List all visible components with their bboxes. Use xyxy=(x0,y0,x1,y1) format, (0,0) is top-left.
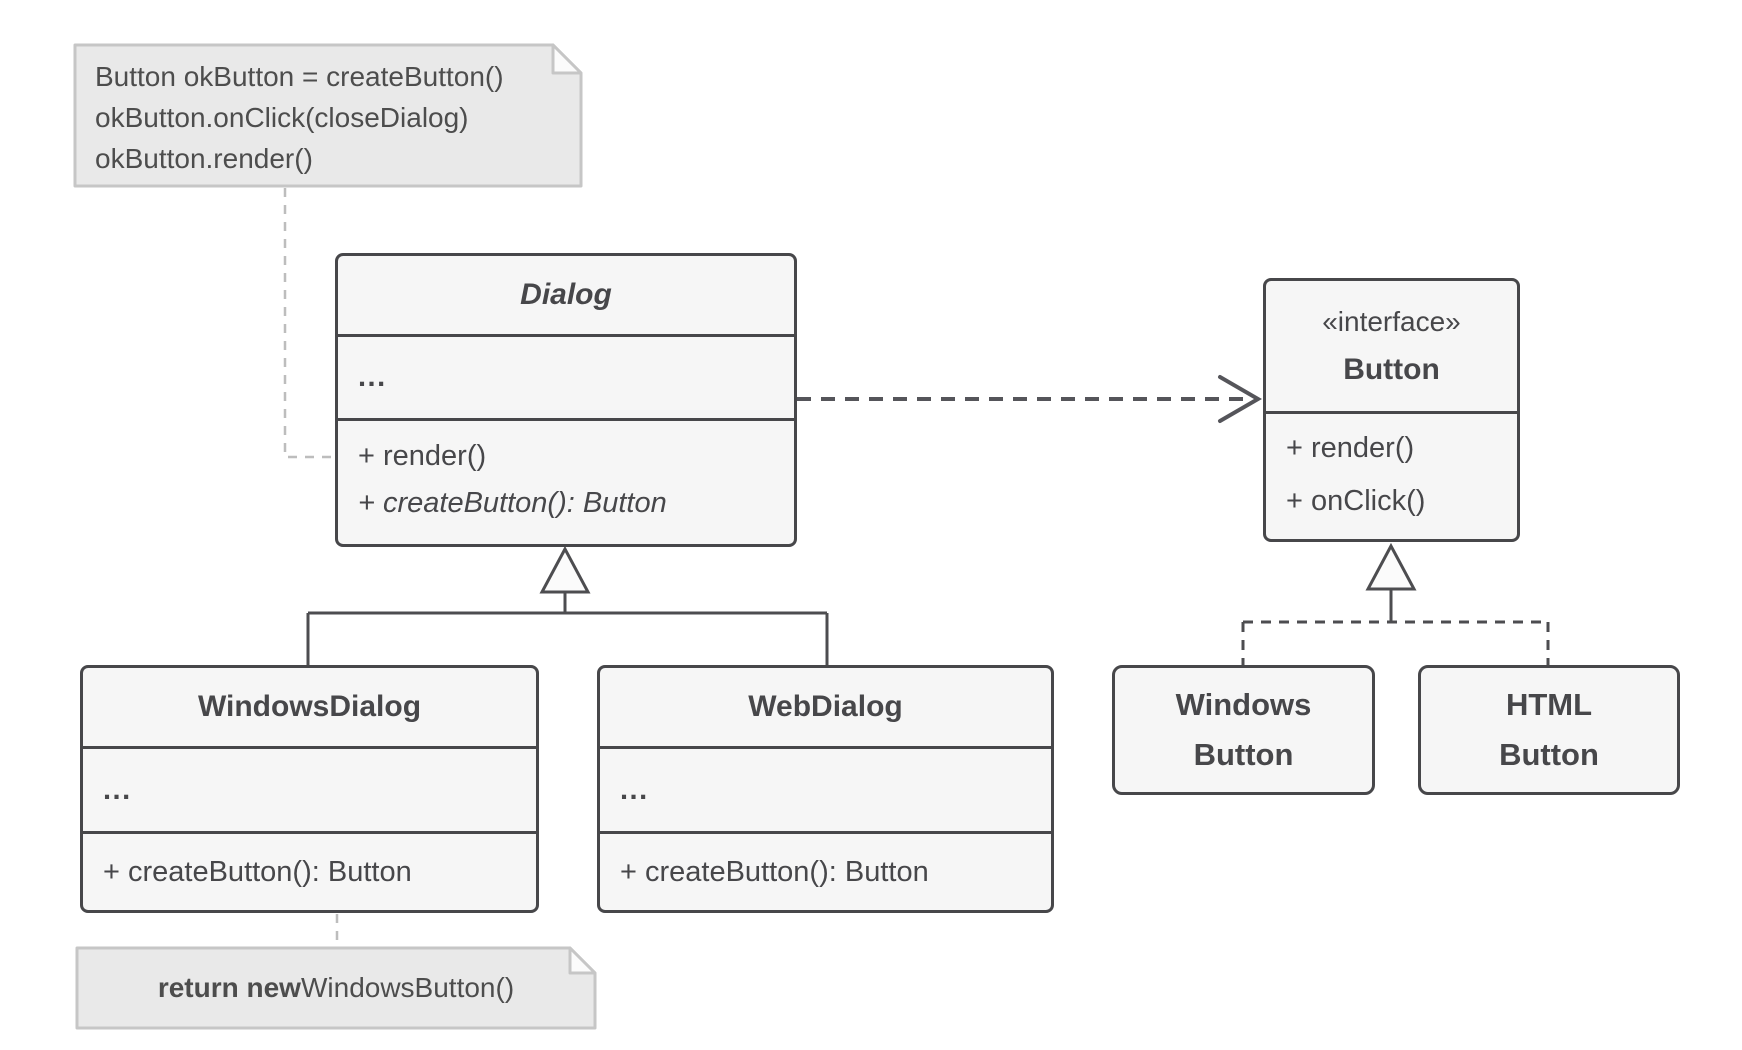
note-line: okButton.onClick(closeDialog) xyxy=(95,102,469,133)
class-dialog: Dialog ... + render() + createButton(): … xyxy=(335,253,797,547)
class-windows-button-name-line: Button xyxy=(1193,737,1294,772)
class-windows-button-name-line: Windows xyxy=(1175,687,1312,722)
class-dialog-title: Dialog xyxy=(520,278,612,311)
interface-button: «interface» Button + render() + onClick(… xyxy=(1263,278,1520,542)
interface-name: Button xyxy=(1343,353,1440,386)
note-fold-icon xyxy=(551,43,583,75)
open-arrowhead-icon xyxy=(1218,375,1262,423)
class-windows-dialog-attributes: ... xyxy=(83,746,536,831)
class-windows-dialog-methods: + createButton(): Button xyxy=(83,831,536,910)
inheritance-connector-dialogs xyxy=(306,545,829,666)
class-windows-button: Windows Button xyxy=(1112,665,1375,795)
note-client-code: Button okButton = createButton() okButto… xyxy=(95,56,565,179)
interface-button-methods: + render() + onClick() xyxy=(1266,411,1517,539)
class-web-dialog-title: WebDialog xyxy=(748,690,903,723)
method-create-button: + createButton(): Button xyxy=(103,855,412,888)
class-html-button-name-line: Button xyxy=(1499,737,1599,772)
hollow-triangle-arrowhead-icon xyxy=(1365,542,1417,591)
method-on-click: + onClick() xyxy=(1286,485,1426,517)
note-bottom-shape xyxy=(75,946,597,1030)
note-keyword: return new xyxy=(157,972,301,1003)
class-html-button: HTML Button xyxy=(1418,665,1680,795)
note-fold-icon xyxy=(568,946,597,975)
class-web-dialog-attributes: ... xyxy=(600,746,1051,831)
class-dialog-attributes: ... xyxy=(338,334,794,418)
note-code: WindowsButton() xyxy=(300,972,515,1003)
method-render: + render() xyxy=(1286,432,1415,464)
method-create-button: + createButton(): Button xyxy=(358,487,667,519)
note-return-new: return new WindowsButton() xyxy=(77,948,595,1028)
class-web-dialog: WebDialog ... + createButton(): Button xyxy=(597,665,1054,913)
note-top-connector xyxy=(283,188,333,459)
class-dialog-methods: + render() + createButton(): Button xyxy=(338,418,794,544)
stereotype-label: «interface» xyxy=(1322,306,1461,337)
class-windows-dialog: WindowsDialog ... + createButton(): Butt… xyxy=(80,665,539,913)
class-html-button-name-line: HTML xyxy=(1505,687,1593,722)
dependency-arrow-dialog-to-button xyxy=(797,375,1262,423)
method-render: + render() xyxy=(358,440,487,472)
hollow-triangle-arrowhead-icon xyxy=(539,545,591,594)
class-windows-dialog-title: WindowsDialog xyxy=(197,690,422,723)
note-top-shape xyxy=(73,43,583,188)
note-line: okButton.render() xyxy=(95,143,313,174)
method-create-button: + createButton(): Button xyxy=(620,855,929,888)
note-line: Button okButton = createButton() xyxy=(95,61,504,92)
interface-button-title: «interface» Button xyxy=(1266,281,1517,411)
class-web-dialog-methods: + createButton(): Button xyxy=(600,831,1051,910)
realization-connector-buttons xyxy=(1241,542,1550,666)
